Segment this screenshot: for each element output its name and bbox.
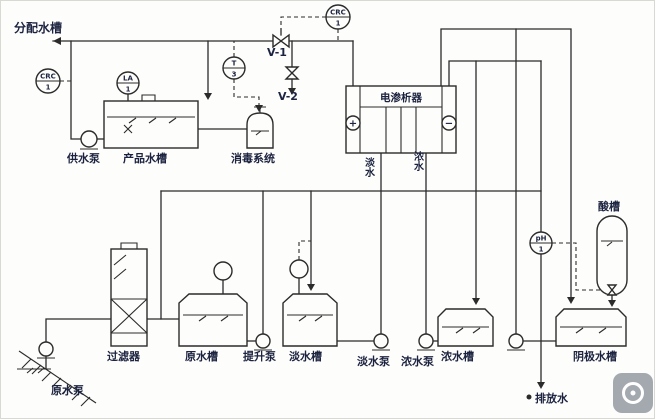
concentrate-pump bbox=[417, 333, 435, 351]
product-tank bbox=[103, 94, 199, 149]
ph-number: 1 bbox=[539, 246, 544, 254]
distribution-tank-label: 分配水槽 bbox=[14, 20, 62, 35]
valve-v1-label: V-1 bbox=[267, 46, 287, 59]
dilute-pump bbox=[372, 333, 390, 351]
electrodialyzer: + − bbox=[345, 85, 457, 154]
instrument-crc-supply: CRC 1 bbox=[35, 68, 61, 94]
valve-v2 bbox=[284, 66, 300, 80]
raw-water-tank bbox=[178, 293, 248, 347]
dilute-pump-label: 淡水泵 bbox=[357, 354, 390, 368]
raw-tank-label: 原水槽 bbox=[185, 349, 218, 363]
product-tank-label: 产品水槽 bbox=[123, 151, 167, 165]
electrodialyzer-label: 电渗析器 bbox=[380, 91, 422, 104]
disinfection-vessel bbox=[246, 106, 274, 149]
instrument-ph: pH 1 bbox=[529, 231, 553, 255]
level-gauge-dilute-tank bbox=[289, 259, 309, 279]
dilute-tank-label: 淡水槽 bbox=[289, 349, 322, 363]
instrument-t3: T 3 bbox=[222, 56, 246, 80]
crc-supply-number: 1 bbox=[46, 84, 51, 92]
instrument-crc-product: CRC 1 bbox=[325, 4, 351, 30]
cathode-water-tank bbox=[555, 308, 627, 347]
crc-product-number: 1 bbox=[336, 20, 341, 28]
supply-pump-label: 供水泵 bbox=[66, 151, 100, 165]
equipment-labels: 分配水槽 供水泵 产品水槽 消毒系统 V-1 V-2 电渗析器 淡水 浓水 酸槽… bbox=[14, 20, 620, 405]
anode-sign: + bbox=[349, 119, 357, 130]
acid-dosing-valve bbox=[606, 284, 618, 296]
concentrate-tank bbox=[437, 308, 494, 347]
dilute-water-tank bbox=[282, 293, 338, 347]
lift-pump-label: 提升泵 bbox=[243, 349, 276, 363]
concentrate-stream-label: 浓水 bbox=[412, 150, 425, 172]
concentrate-tank-label: 浓水槽 bbox=[441, 349, 474, 363]
valve-v1 bbox=[272, 33, 290, 49]
t3-number: 3 bbox=[232, 71, 237, 79]
dilute-stream-label: 淡水 bbox=[363, 157, 376, 178]
filter-label: 过滤器 bbox=[107, 349, 141, 363]
cathode-sign: − bbox=[445, 119, 453, 130]
watermark-logo bbox=[613, 373, 653, 413]
acid-tank-label: 酸槽 bbox=[598, 199, 620, 213]
pipe-network bbox=[45, 28, 613, 385]
crc-product-tag: CRC bbox=[330, 9, 346, 17]
level-alarm-number: 1 bbox=[126, 86, 131, 94]
discharge-point-icon bbox=[526, 394, 532, 400]
cathode-pump bbox=[507, 333, 525, 351]
level-gauge-raw-tank bbox=[213, 261, 233, 281]
lift-pump bbox=[254, 333, 272, 351]
raw-pump-label: 原水泵 bbox=[51, 383, 84, 397]
crc-supply-tag: CRC bbox=[40, 73, 56, 81]
concentrate-pump-label: 浓水泵 bbox=[401, 354, 434, 368]
cathode-tank-label: 阴极水槽 bbox=[573, 349, 617, 363]
anode-electrode-icon bbox=[345, 115, 361, 131]
water-source-sump bbox=[17, 350, 97, 407]
discharge-label: 排放水 bbox=[535, 391, 569, 405]
level-alarm-tag: LA bbox=[123, 75, 133, 83]
instrument-signal-lines bbox=[60, 16, 606, 291]
valve-v2-label: V-2 bbox=[278, 90, 298, 103]
disinfection-label: 消毒系统 bbox=[231, 151, 275, 165]
cathode-electrode-icon bbox=[441, 115, 457, 131]
filter-column bbox=[110, 242, 148, 347]
raw-water-pump bbox=[37, 341, 55, 359]
t3-tag: T bbox=[232, 60, 237, 68]
ph-tag: pH bbox=[536, 235, 547, 243]
instrument-level-alarm: LA 1 bbox=[116, 71, 140, 95]
acid-tank-vessel bbox=[596, 215, 628, 296]
supply-pump bbox=[80, 130, 98, 150]
